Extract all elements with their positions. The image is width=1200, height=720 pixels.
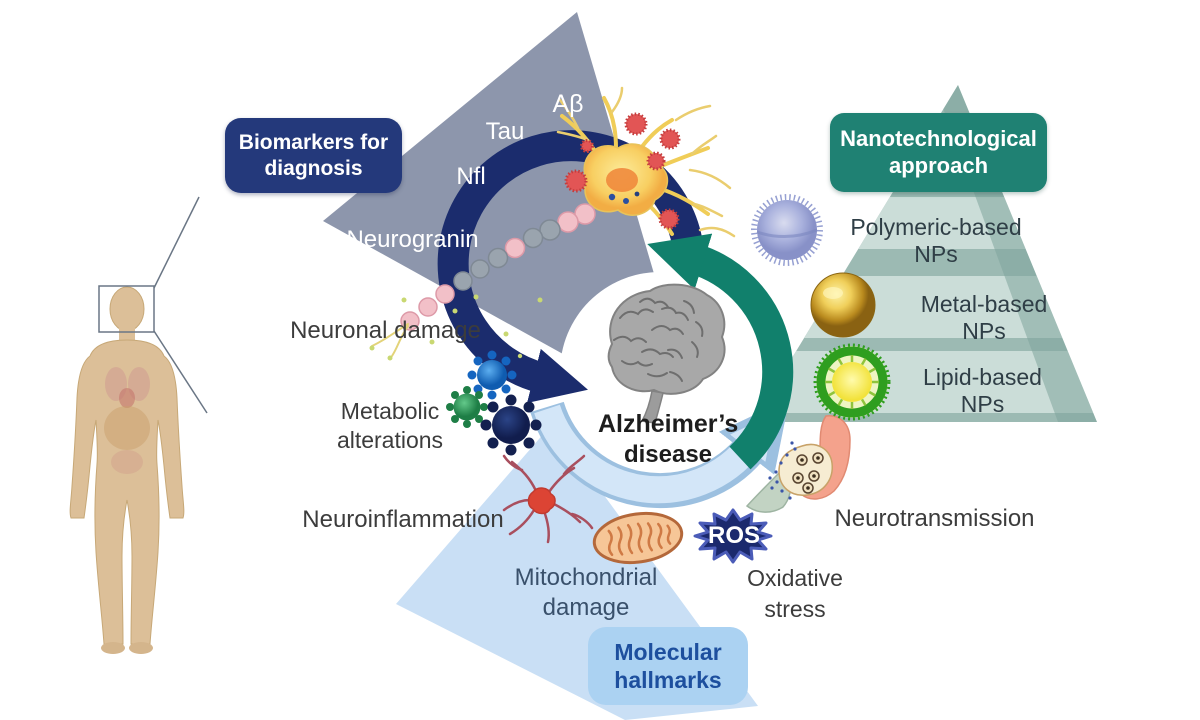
oxidative-line1: Oxidative — [747, 565, 843, 591]
biomarkers-label-box: Biomarkers for diagnosis — [225, 118, 402, 193]
oxidative-line2: stress — [764, 596, 826, 623]
title-line2: disease — [623, 441, 713, 468]
label-neuroinflammation: Neuroinflammation — [302, 506, 504, 533]
marker-label-neurogranin: Neurogranin — [346, 226, 479, 253]
degeneration-speck-dots — [369, 294, 543, 361]
marker-label-tau: Tau — [485, 118, 525, 145]
label-mitochondrial-damage: Mitochondrial damage — [506, 563, 666, 623]
ros-starburst-badge — [693, 508, 773, 564]
human-body-figure — [69, 286, 185, 654]
ros-badge-label: ROS — [707, 522, 760, 549]
label-neuronal-damage: Neuronal damage — [290, 317, 481, 344]
synapse-icon — [745, 415, 851, 513]
mitochondrial-line2: damage — [542, 594, 630, 621]
axon-bead-chain-icon — [400, 203, 596, 331]
cycle-arrow-lightblue — [530, 398, 790, 509]
nanotech-label-line1: Nanotechnological — [840, 125, 1037, 151]
title-line1: Alzheimer’s — [598, 410, 739, 438]
np-label-lipid: Lipid-based NPs — [923, 364, 1042, 417]
label-neurotransmission: Neurotransmission — [834, 505, 1035, 532]
diagram-title: Alzheimer’s disease — [598, 408, 738, 471]
metabolic-line2: alterations — [336, 426, 444, 453]
gold-np-sphere-icon — [810, 272, 876, 338]
biomarkers-label-line2: diagnosis — [264, 156, 363, 180]
nanotech-label-line2: approach — [888, 152, 989, 178]
amyloid-plaque-icons — [564, 112, 681, 230]
metabolic-line1: Metabolic — [340, 398, 440, 424]
label-metabolic-alterations: Metabolic alterations — [326, 397, 454, 455]
mitochondrion-icon — [592, 511, 684, 565]
label-oxidative-stress: Oxidative stress — [740, 563, 850, 625]
damaged-neuron-icon — [369, 86, 736, 361]
cycle-arrow-teal — [647, 233, 794, 470]
metabolite-molecule-icons — [446, 350, 542, 456]
np-label-metal: Metal-based NPs — [920, 291, 1048, 344]
brain-icon — [607, 283, 726, 424]
marker-label-nfl: Nfl — [456, 163, 486, 190]
hallmarks-label-box: Molecular hallmarks — [588, 627, 748, 705]
microglia-icon — [502, 454, 594, 544]
np-label-polymeric: Polymeric-based NPs — [850, 214, 1022, 267]
nanotech-label-box: Nanotechnological approach — [830, 113, 1047, 192]
hallmarks-label-line1: Molecular — [614, 638, 722, 665]
mitochondrial-line1: Mitochondrial — [514, 564, 658, 591]
marker-label-abeta: Aβ — [552, 90, 584, 118]
polymeric-np-sphere-icon — [751, 194, 823, 266]
hallmarks-label-line2: hallmarks — [614, 667, 722, 693]
head-callout-box — [98, 196, 208, 414]
biomarkers-label-line1: Biomarkers for — [238, 130, 389, 154]
lipid-np-sphere-icon — [813, 343, 891, 421]
